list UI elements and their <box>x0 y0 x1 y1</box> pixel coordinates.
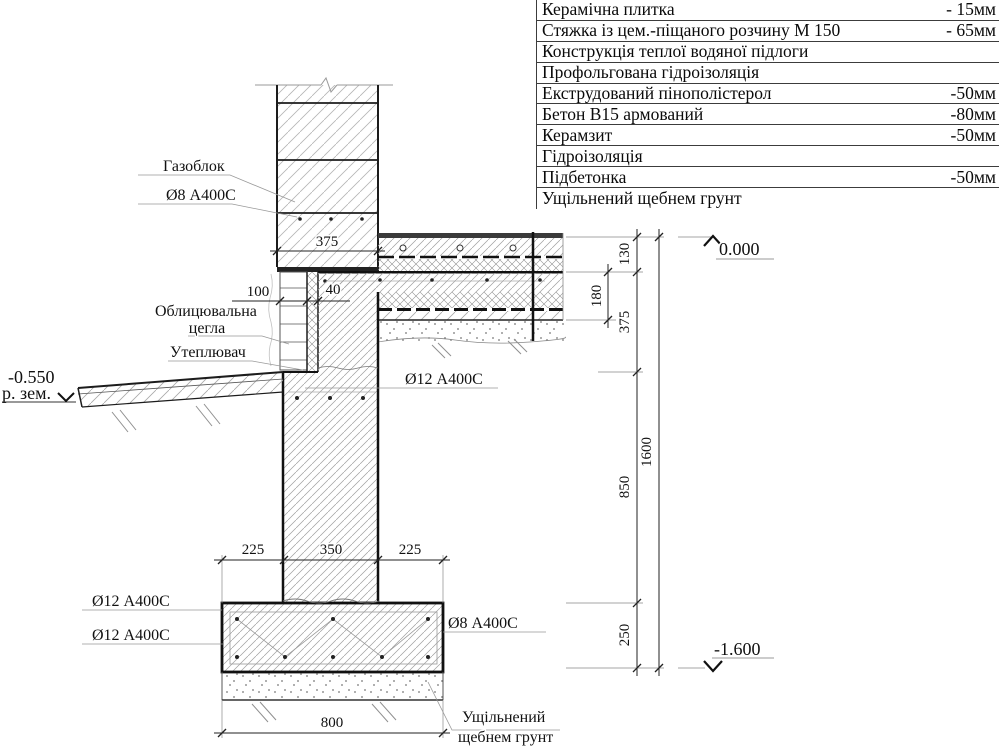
table-row: Керамічна плитка - 15мм <box>537 0 999 21</box>
footing <box>220 598 445 674</box>
level-0000: 0.000 <box>719 239 760 259</box>
dim-130: 130 <box>617 243 633 266</box>
layer-name: Профольгована гідроізоляція <box>542 62 760 83</box>
dim-chain-1600: 1600 <box>638 229 664 676</box>
dim-chain-main: 130 375 850 250 <box>616 229 642 676</box>
label-facing-brick-1: Облицювальна <box>155 303 257 320</box>
table-row: Підбетонка -50мм <box>537 166 999 189</box>
table-row: Конструкція теплої водяної підлоги <box>537 41 999 63</box>
footing-rebar-cage <box>229 611 438 665</box>
layer-value: - 15мм <box>946 0 996 20</box>
label-gas-block: Газоблок <box>163 158 225 175</box>
label-compacted-1: Ущільнений <box>462 709 546 726</box>
label-rebar12-foot1: Ø12 А400С <box>92 593 170 610</box>
heating-pipes <box>399 244 517 252</box>
floor-slab <box>318 232 566 359</box>
gravel-base <box>221 672 444 723</box>
concrete-b15-layer <box>318 273 563 292</box>
level-0550: -0.550 <box>8 367 55 387</box>
dim-250: 250 <box>617 624 633 647</box>
table-row: Бетон В15 армований -80мм <box>537 103 999 126</box>
label-rebar8-top: Ø8 А400С <box>166 187 236 204</box>
blind-area <box>77 371 284 433</box>
layer-name: Екструдований пінополістерол <box>542 83 772 104</box>
layer-name: Підбетонка <box>542 166 627 187</box>
dim-180: 180 <box>589 285 605 308</box>
layer-name: Гідроізоляція <box>542 145 643 166</box>
layer-name: Керамзит <box>542 124 613 145</box>
label-insulation: Утеплювач <box>170 344 246 361</box>
label-rebar12-mid: Ø12 А400С <box>405 371 483 388</box>
dim-350: 350 <box>320 542 343 558</box>
dim-225-right: 225 <box>399 542 422 558</box>
keramzit-layer <box>378 292 563 308</box>
level-arrow-down-icon <box>703 660 723 673</box>
layer-name: Бетон В15 армований <box>542 103 704 124</box>
ground-hatch-right <box>431 338 528 359</box>
masonry-joint-rebar-dots <box>298 217 364 221</box>
ground-hatch-left <box>111 403 221 433</box>
label-rebar8-foot: Ø8 А400С <box>448 615 518 632</box>
gas-block-wall <box>255 76 393 273</box>
dim-375-right: 375 <box>617 311 633 334</box>
ground-arrow-down-icon <box>57 392 75 403</box>
dim-225-left: 225 <box>242 542 265 558</box>
dim-footing-total: 800 <box>214 700 450 738</box>
label-compacted-2: щебнем грунт <box>458 729 553 746</box>
insulation-strip <box>306 272 319 372</box>
table-row: Екструдований пінополістерол -50мм <box>537 83 999 105</box>
level-arrow-up-icon <box>703 234 723 247</box>
dim-chain-180: 180 <box>588 264 613 328</box>
layer-name: Стяжка із цем.-піщаного розчину М 150 <box>542 20 841 41</box>
xps-layer <box>378 259 563 271</box>
ground-hatch-bottom <box>251 701 397 723</box>
brick-veneer <box>268 271 308 371</box>
footing-top-rebar-dots <box>235 617 430 621</box>
label-facing-brick-2: цегла <box>189 320 226 337</box>
ground-level-label: р. зем. <box>2 383 51 403</box>
floor-layers-table: Керамічна плитка - 15мм Стяжка із цем.-п… <box>536 0 999 209</box>
dim-wall-width-375: 375 <box>270 233 385 256</box>
layer-value: -50мм <box>950 124 996 145</box>
layer-name: Конструкція теплої водяної підлоги <box>542 41 809 62</box>
layer-value: -50мм <box>950 83 996 104</box>
level-1600: -1.600 <box>714 639 761 659</box>
screed-layer <box>378 238 563 256</box>
level-zero: 0.000 <box>678 234 774 261</box>
dim-800: 800 <box>321 715 344 731</box>
layer-value: -50мм <box>950 166 996 187</box>
foundation-wall <box>281 273 380 603</box>
wall-rebar-dots <box>295 396 365 400</box>
wall-break-line <box>255 76 393 93</box>
level-minus-1600: -1.600 <box>678 638 774 673</box>
table-row: Стяжка із цем.-піщаного розчину М 150 - … <box>537 20 999 42</box>
label-rebar12-foot2: Ø12 А400С <box>92 627 170 644</box>
table-row: Профольгована гідроізоляція <box>537 62 999 84</box>
dim-footing-segments: 225 350 225 <box>214 541 450 603</box>
dim-100: 100 <box>247 284 270 300</box>
table-row: Керамзит -50мм <box>537 124 999 147</box>
gravel-layer-right <box>378 320 565 341</box>
table-row: Ущільнений щебнем грунт <box>537 188 999 209</box>
dim-375-top: 375 <box>316 234 339 250</box>
lean-concrete-layer <box>378 311 563 320</box>
level-ground: -0.550 р. зем. <box>1 366 76 405</box>
table-row: Гідроізоляція <box>537 145 999 168</box>
tile-layer <box>378 233 563 238</box>
dim-brick-gap: 100 40 <box>232 281 350 306</box>
layer-name: Ущільнений щебнем грунт <box>542 187 742 208</box>
layer-value: - 65мм <box>946 20 996 41</box>
layer-value: -80мм <box>950 103 996 124</box>
callout-leaders <box>82 174 560 731</box>
layer-name: Керамічна плитка <box>542 0 675 20</box>
hydro-layer-under-wall <box>277 267 378 272</box>
dim-850: 850 <box>617 476 633 499</box>
dim-extension-lines <box>566 236 664 669</box>
dim-40: 40 <box>326 282 341 298</box>
dim-1600: 1600 <box>639 437 655 467</box>
footing-bottom-rebar-dots <box>235 655 430 659</box>
